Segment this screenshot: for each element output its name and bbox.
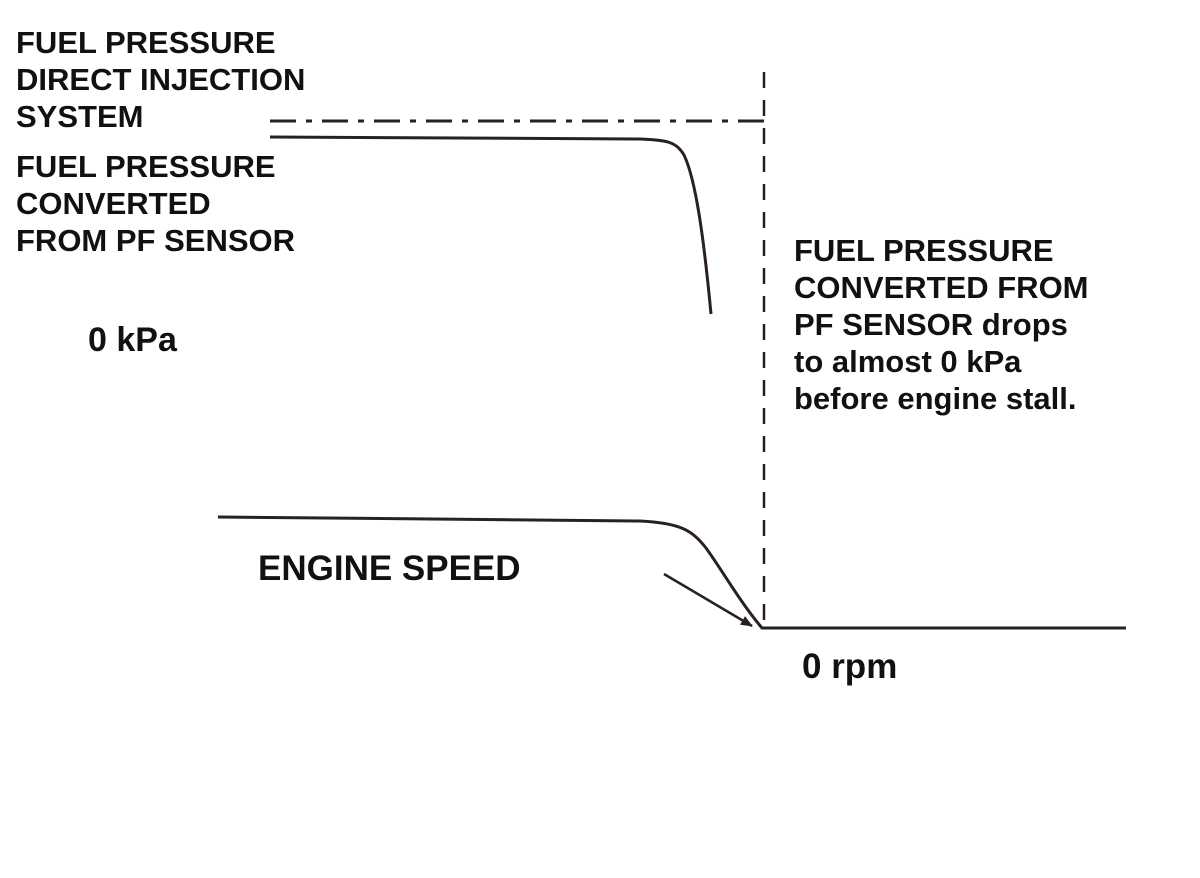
fuel-pressure-pf-label-line: FROM PF SENSOR [16,223,296,258]
engine-speed-pointer-arrow [663,572,753,628]
zero-rpm-label: 0 rpm [802,647,898,686]
pressure-drop-note-line: PF SENSOR drops [794,307,1068,342]
fuel-pressure-pf-label-line: FUEL PRESSURE [16,149,276,184]
pressure-drop-note-line: before engine stall. [794,381,1077,416]
fuel-pressure-di-label-line: FUEL PRESSURE [16,25,276,60]
fuel-pressure-pf-curve [269,135,713,315]
fuel-pressure-di-label: FUEL PRESSURE DIRECT INJECTION SYSTEM [16,24,305,135]
fuel-pressure-pf-label: FUEL PRESSURE CONVERTED FROM PF SENSOR [16,148,295,259]
pressure-drop-note-line: to almost 0 kPa [794,344,1022,379]
fuel-pressure-pf-label-line: CONVERTED [16,186,211,221]
engine-speed-label: ENGINE SPEED [258,549,521,588]
fuel-pressure-di-label-line: SYSTEM [16,99,144,134]
fuel-pressure-di-label-line: DIRECT INJECTION [16,62,306,97]
pressure-drop-note-line: CONVERTED FROM [794,270,1089,305]
pressure-drop-note: FUEL PRESSURE CONVERTED FROM PF SENSOR d… [794,232,1089,417]
engine-speed-curve [217,515,1126,630]
pressure-drop-note-line: FUEL PRESSURE [794,233,1054,268]
zero-kpa-label: 0 kPa [88,321,177,359]
